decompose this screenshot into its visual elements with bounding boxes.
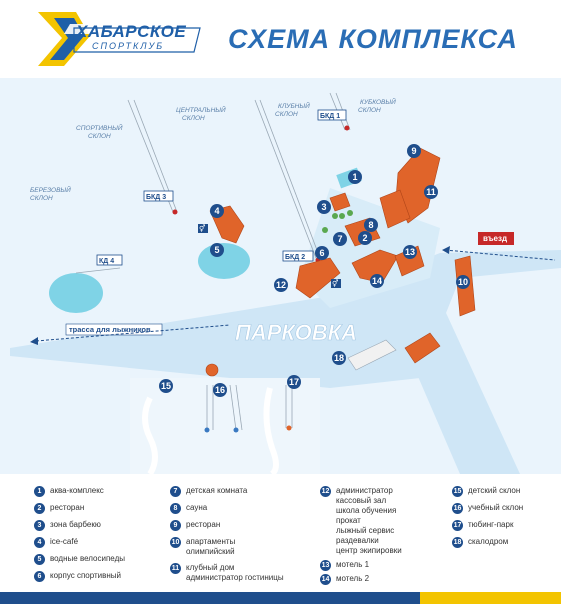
logo-icon <box>38 12 201 66</box>
svg-text:16: 16 <box>215 385 225 395</box>
map-marker-17[interactable]: 17 <box>287 375 301 389</box>
parking-label: ПАРКОВКА <box>235 320 357 345</box>
map-marker-13[interactable]: 13 <box>403 245 417 259</box>
svg-text:⚥: ⚥ <box>199 224 205 233</box>
svg-text:6: 6 <box>319 248 324 258</box>
svg-text:БКД 1: БКД 1 <box>320 113 340 120</box>
header: ХАБАРСКОЕ СПОРТКЛУБ СХЕМА КОМПЛЕКСА <box>0 0 561 78</box>
footer-bar-yellow <box>420 592 561 604</box>
svg-text:4: 4 <box>214 206 219 216</box>
svg-text:⚥: ⚥ <box>332 279 338 288</box>
toilet-icon: ⚥ <box>198 224 208 233</box>
svg-text:14: 14 <box>372 276 382 286</box>
map-marker-18[interactable]: 18 <box>332 351 346 365</box>
svg-text:9: 9 <box>411 146 416 156</box>
page-title: СХЕМА КОМПЛЕКСА <box>228 24 518 54</box>
svg-text:11: 11 <box>426 187 436 197</box>
logo-title: ХАБАРСКОЕ <box>76 22 187 41</box>
svg-text:8: 8 <box>368 220 373 230</box>
map-marker-15[interactable]: 15 <box>159 379 173 393</box>
svg-text:3: 3 <box>321 202 326 212</box>
map-marker-7[interactable]: 7 <box>333 232 347 246</box>
map-marker-14[interactable]: 14 <box>370 274 384 288</box>
pond-center <box>198 243 250 279</box>
map-marker-11[interactable]: 11 <box>424 185 438 199</box>
footer-bar-blue <box>0 592 420 604</box>
svg-text:1: 1 <box>352 172 357 182</box>
map-marker-5[interactable]: 5 <box>210 243 224 257</box>
svg-text:трасса для лыжников: трасса для лыжников <box>69 325 151 334</box>
road <box>410 278 520 474</box>
svg-text:БКД 3: БКД 3 <box>146 194 166 201</box>
map-marker-16[interactable]: 16 <box>213 383 227 397</box>
map-marker-3[interactable]: 3 <box>317 200 331 214</box>
svg-text:12: 12 <box>276 280 286 290</box>
entry-marker: въезд <box>442 232 556 261</box>
lift-badge-kd4: КД 4 <box>96 254 123 266</box>
svg-text:БКД 2: БКД 2 <box>285 254 305 261</box>
svg-text:15: 15 <box>161 381 171 391</box>
svg-text:2: 2 <box>362 233 367 243</box>
map-marker-12[interactable]: 12 <box>274 278 288 292</box>
map-marker-2[interactable]: 2 <box>358 231 372 245</box>
lift-badge-bkd3: БКД 3 <box>143 190 178 215</box>
svg-text:7: 7 <box>337 234 342 244</box>
map-markers: 1 2 3 4 5 6 7 8 9 10 11 12 13 14 15 16 1… <box>159 144 470 397</box>
map-marker-10[interactable]: 10 <box>456 275 470 289</box>
pond-left <box>49 273 103 313</box>
lift-badge-bkd1: БКД 1 <box>317 109 350 131</box>
svg-text:5: 5 <box>214 245 219 255</box>
toilet-icon-2: ⚥ <box>331 279 341 288</box>
svg-text:КД 4: КД 4 <box>99 258 114 265</box>
svg-text:18: 18 <box>334 353 344 363</box>
svg-text:13: 13 <box>405 247 415 257</box>
map-marker-4[interactable]: 4 <box>210 204 224 218</box>
map-marker-6[interactable]: 6 <box>315 246 329 260</box>
ski-track: трасса для лыжников <box>30 323 231 345</box>
map-marker-8[interactable]: 8 <box>364 218 378 232</box>
svg-text:10: 10 <box>458 277 468 287</box>
map-marker-1[interactable]: 1 <box>348 170 362 184</box>
map-marker-9[interactable]: 9 <box>407 144 421 158</box>
svg-text:17: 17 <box>289 377 299 387</box>
svg-text:въезд: въезд <box>483 234 507 243</box>
logo-subtitle: СПОРТКЛУБ <box>92 41 165 51</box>
